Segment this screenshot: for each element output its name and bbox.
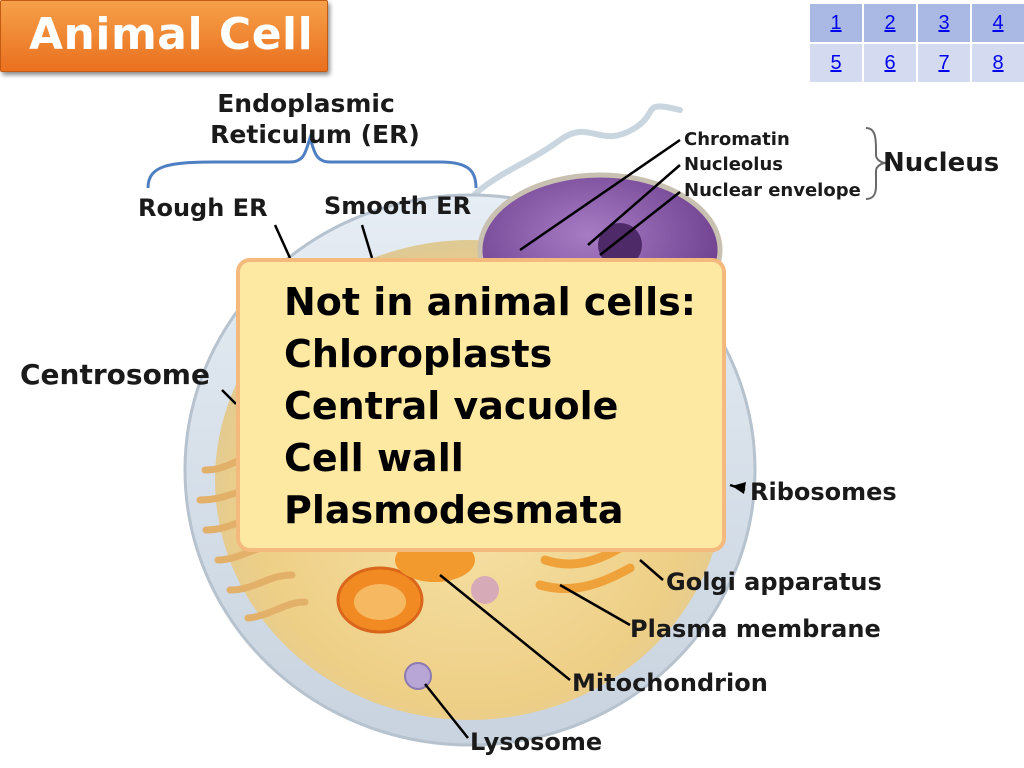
label-mitochondrion: Mitochondrion [572, 669, 768, 697]
mitochondrion-inner [354, 584, 406, 620]
label-nucleolus: Nucleolus [684, 154, 783, 175]
slide-title: Animal Cell [29, 9, 314, 60]
callout-item-chloroplasts: Chloroplasts [284, 332, 553, 376]
nav-link-1[interactable]: 1 [830, 11, 842, 34]
callout-item-cell-wall: Cell wall [284, 436, 464, 480]
ribosomes-arrowhead [732, 482, 746, 494]
slide-title-box: Animal Cell [0, 0, 328, 72]
lysosome-shape [404, 662, 432, 690]
label-golgi: Golgi apparatus [666, 568, 882, 596]
nav-link-3[interactable]: 3 [938, 11, 950, 34]
label-nucleus: Nucleus [883, 148, 999, 178]
label-rough-er: Rough ER [138, 194, 268, 222]
label-er-line1: Endoplasmic [217, 89, 395, 118]
nav-link-2[interactable]: 2 [884, 11, 896, 34]
er-bracket [146, 133, 478, 189]
nucleus-bracket [865, 127, 887, 200]
not-in-animal-cells-callout: Not in animal cells: Chloroplasts Centra… [236, 258, 726, 552]
vesicle [471, 576, 499, 604]
label-lysosome: Lysosome [470, 728, 602, 756]
label-centrosome: Centrosome [20, 358, 210, 391]
label-smooth-er: Smooth ER [324, 192, 471, 220]
nav-link-6[interactable]: 6 [884, 51, 896, 74]
er-strand [447, 103, 683, 233]
label-nuclear-envelope: Nuclear envelope [684, 180, 861, 201]
leader-lines [221, 138, 746, 739]
slide-nav-table: 1 2 3 4 5 6 7 8 [808, 2, 1024, 84]
callout-heading: Not in animal cells: [284, 280, 696, 324]
callout-item-plasmodesmata: Plasmodesmata [284, 488, 624, 532]
label-plasma-membrane: Plasma membrane [630, 615, 881, 643]
nav-link-8[interactable]: 8 [992, 51, 1004, 74]
nucleolus-shape [598, 223, 642, 267]
label-er-line2: Reticulum (ER) [210, 120, 420, 149]
nav-link-4[interactable]: 4 [992, 11, 1004, 34]
label-chromatin: Chromatin [684, 129, 790, 150]
label-ribosomes: Ribosomes [750, 478, 897, 506]
callout-item-central-vacuole: Central vacuole [284, 384, 619, 428]
nav-link-5[interactable]: 5 [830, 51, 842, 74]
nav-link-7[interactable]: 7 [938, 51, 950, 74]
